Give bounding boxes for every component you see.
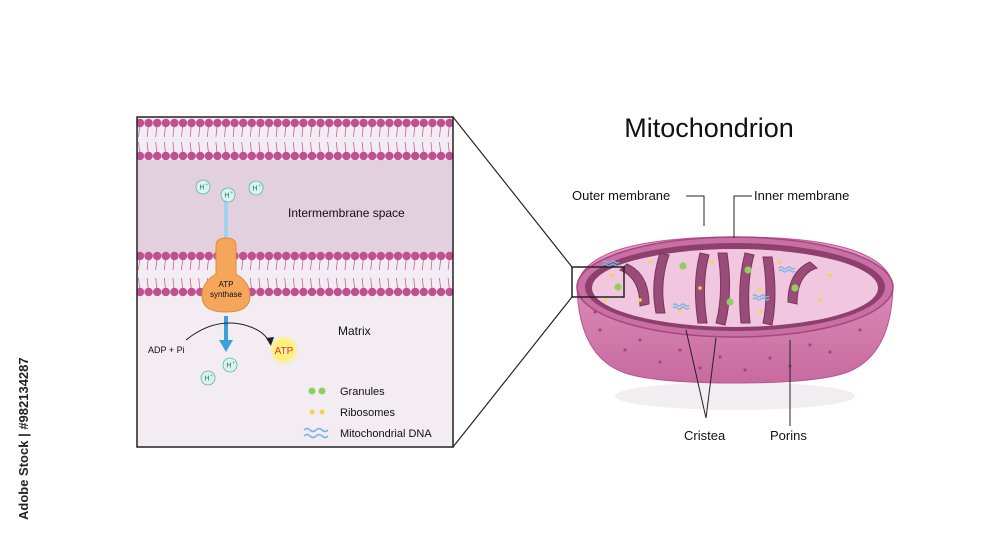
zoom-line-bottom	[452, 296, 573, 448]
proton-icon: H+	[220, 187, 236, 203]
atp-product-label: ATP	[275, 346, 294, 357]
svg-text:+: +	[206, 182, 209, 187]
atp-synthase: ATP synthase	[201, 200, 251, 352]
inner-membrane-label: Inner membrane	[754, 188, 849, 203]
diagram-title: Mitochondrion	[624, 113, 794, 143]
inset-frame	[136, 116, 454, 448]
porins-label: Porins	[770, 428, 807, 443]
outer-membrane-label: Outer membrane	[572, 188, 670, 203]
svg-text:H: H	[226, 363, 231, 370]
cristea-label: Cristea	[684, 428, 726, 443]
intermembrane-band	[137, 160, 453, 256]
legend: Granules Ribosomes Mitochondrial DNA	[303, 386, 432, 440]
svg-text:H: H	[252, 186, 257, 193]
svg-text:H: H	[224, 193, 229, 200]
legend-dna-icon	[303, 427, 329, 439]
legend-ribosomes-label: Ribosomes	[340, 407, 396, 419]
mitochondrion-cross-section	[571, 236, 894, 410]
legend-granules-icon	[308, 387, 326, 395]
atp-synthase-label-1: ATP	[219, 280, 234, 289]
svg-text:H: H	[199, 185, 204, 192]
svg-text:H: H	[204, 376, 209, 383]
callouts: Outer membrane Inner membrane Cristea Po…	[572, 188, 849, 443]
legend-granules-label: Granules	[340, 386, 385, 398]
matrix-organelles	[602, 260, 832, 314]
atp-glow	[269, 335, 299, 365]
atp-synthase-label-2: synthase	[210, 290, 243, 299]
protons: H+H+H+H+H+	[195, 179, 264, 386]
proton-icon: H+	[200, 370, 216, 386]
adp-pi-label: ADP + Pi	[148, 345, 185, 355]
proton-icon: H+	[195, 179, 211, 195]
zoom-line-top	[452, 116, 573, 268]
legend-ribosomes-icon	[309, 409, 325, 415]
proton-icon: H+	[222, 357, 238, 373]
legend-dna-label: Mitochondrial DNA	[340, 428, 432, 440]
proton-icon: H+	[248, 180, 264, 196]
svg-text:+: +	[233, 360, 236, 365]
membrane-inset: ATP synthase ADP + Pi ATP H+H+H+H+H+ Int…	[136, 116, 454, 448]
proton-flow-arrow-icon	[219, 340, 233, 352]
stock-id: Adobe Stock | #982134287	[16, 357, 31, 520]
zoom-region-box	[571, 266, 625, 298]
reaction-arrow-icon	[266, 337, 274, 346]
svg-text:+: +	[211, 373, 214, 378]
intermembrane-space-label: Intermembrane space	[288, 206, 405, 220]
svg-text:+: +	[259, 183, 262, 188]
svg-text:+: +	[231, 190, 234, 195]
matrix-label: Matrix	[338, 324, 371, 338]
